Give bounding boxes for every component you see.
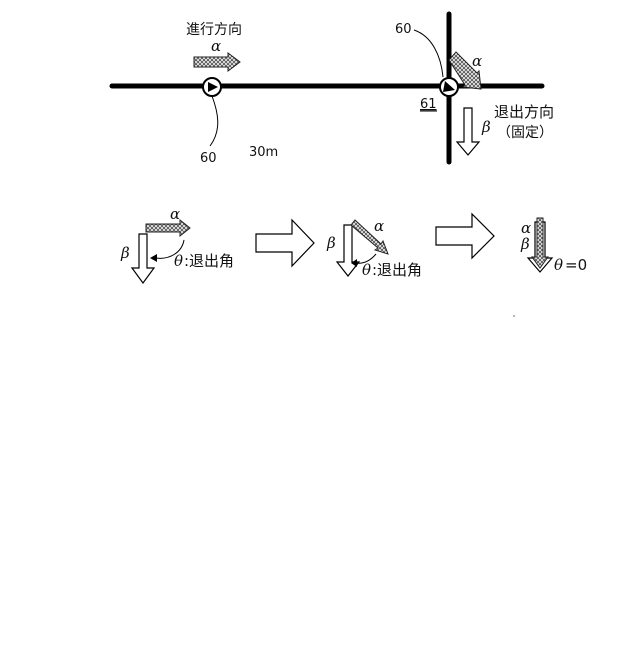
- stage1-beta-arrow: [132, 234, 154, 283]
- stage2-beta-arrow: [337, 225, 359, 276]
- speck: [513, 315, 515, 317]
- ref-60-left: 60: [200, 151, 217, 166]
- exit-direction-beta-arrow: [457, 108, 479, 155]
- travel-direction-label: 進行方向: [186, 22, 242, 38]
- stage1-theta-label: θ: [174, 252, 183, 270]
- stage1-angle-arc-head: [150, 254, 157, 262]
- stage3-zero-label: =0: [565, 256, 587, 274]
- stage2-theta-label: θ: [362, 261, 371, 279]
- travel-direction-arrow: [194, 53, 240, 71]
- transition-arrow-1: [256, 220, 314, 266]
- stage1-exit-angle-label: :退出角: [184, 252, 234, 270]
- stage3-theta-label: θ: [554, 256, 563, 274]
- exit-fixed-label: （固定）: [497, 125, 553, 141]
- stage2-beta-label: β: [326, 234, 336, 252]
- exit-alpha-label: α: [472, 52, 482, 70]
- distance-label: 30m: [249, 145, 278, 160]
- ref-61: 61: [420, 97, 437, 112]
- stage2-alpha-label: α: [374, 217, 384, 235]
- stage2-exit-angle-label: :退出角: [372, 261, 422, 279]
- exit-beta-label: β: [481, 118, 491, 136]
- stage1-alpha-arrow: [146, 220, 190, 236]
- stage3-beta-label: β: [520, 235, 530, 253]
- ref-60-right: 60: [395, 22, 412, 37]
- stage1-beta-label: β: [120, 244, 130, 262]
- travel-alpha-label: α: [211, 37, 221, 55]
- stage1-alpha-label: α: [170, 205, 180, 223]
- leader-line-left: [210, 96, 218, 146]
- transition-arrow-2: [436, 214, 494, 258]
- exit-direction-label: 退出方向: [494, 103, 554, 121]
- leader-line-right: [414, 30, 443, 77]
